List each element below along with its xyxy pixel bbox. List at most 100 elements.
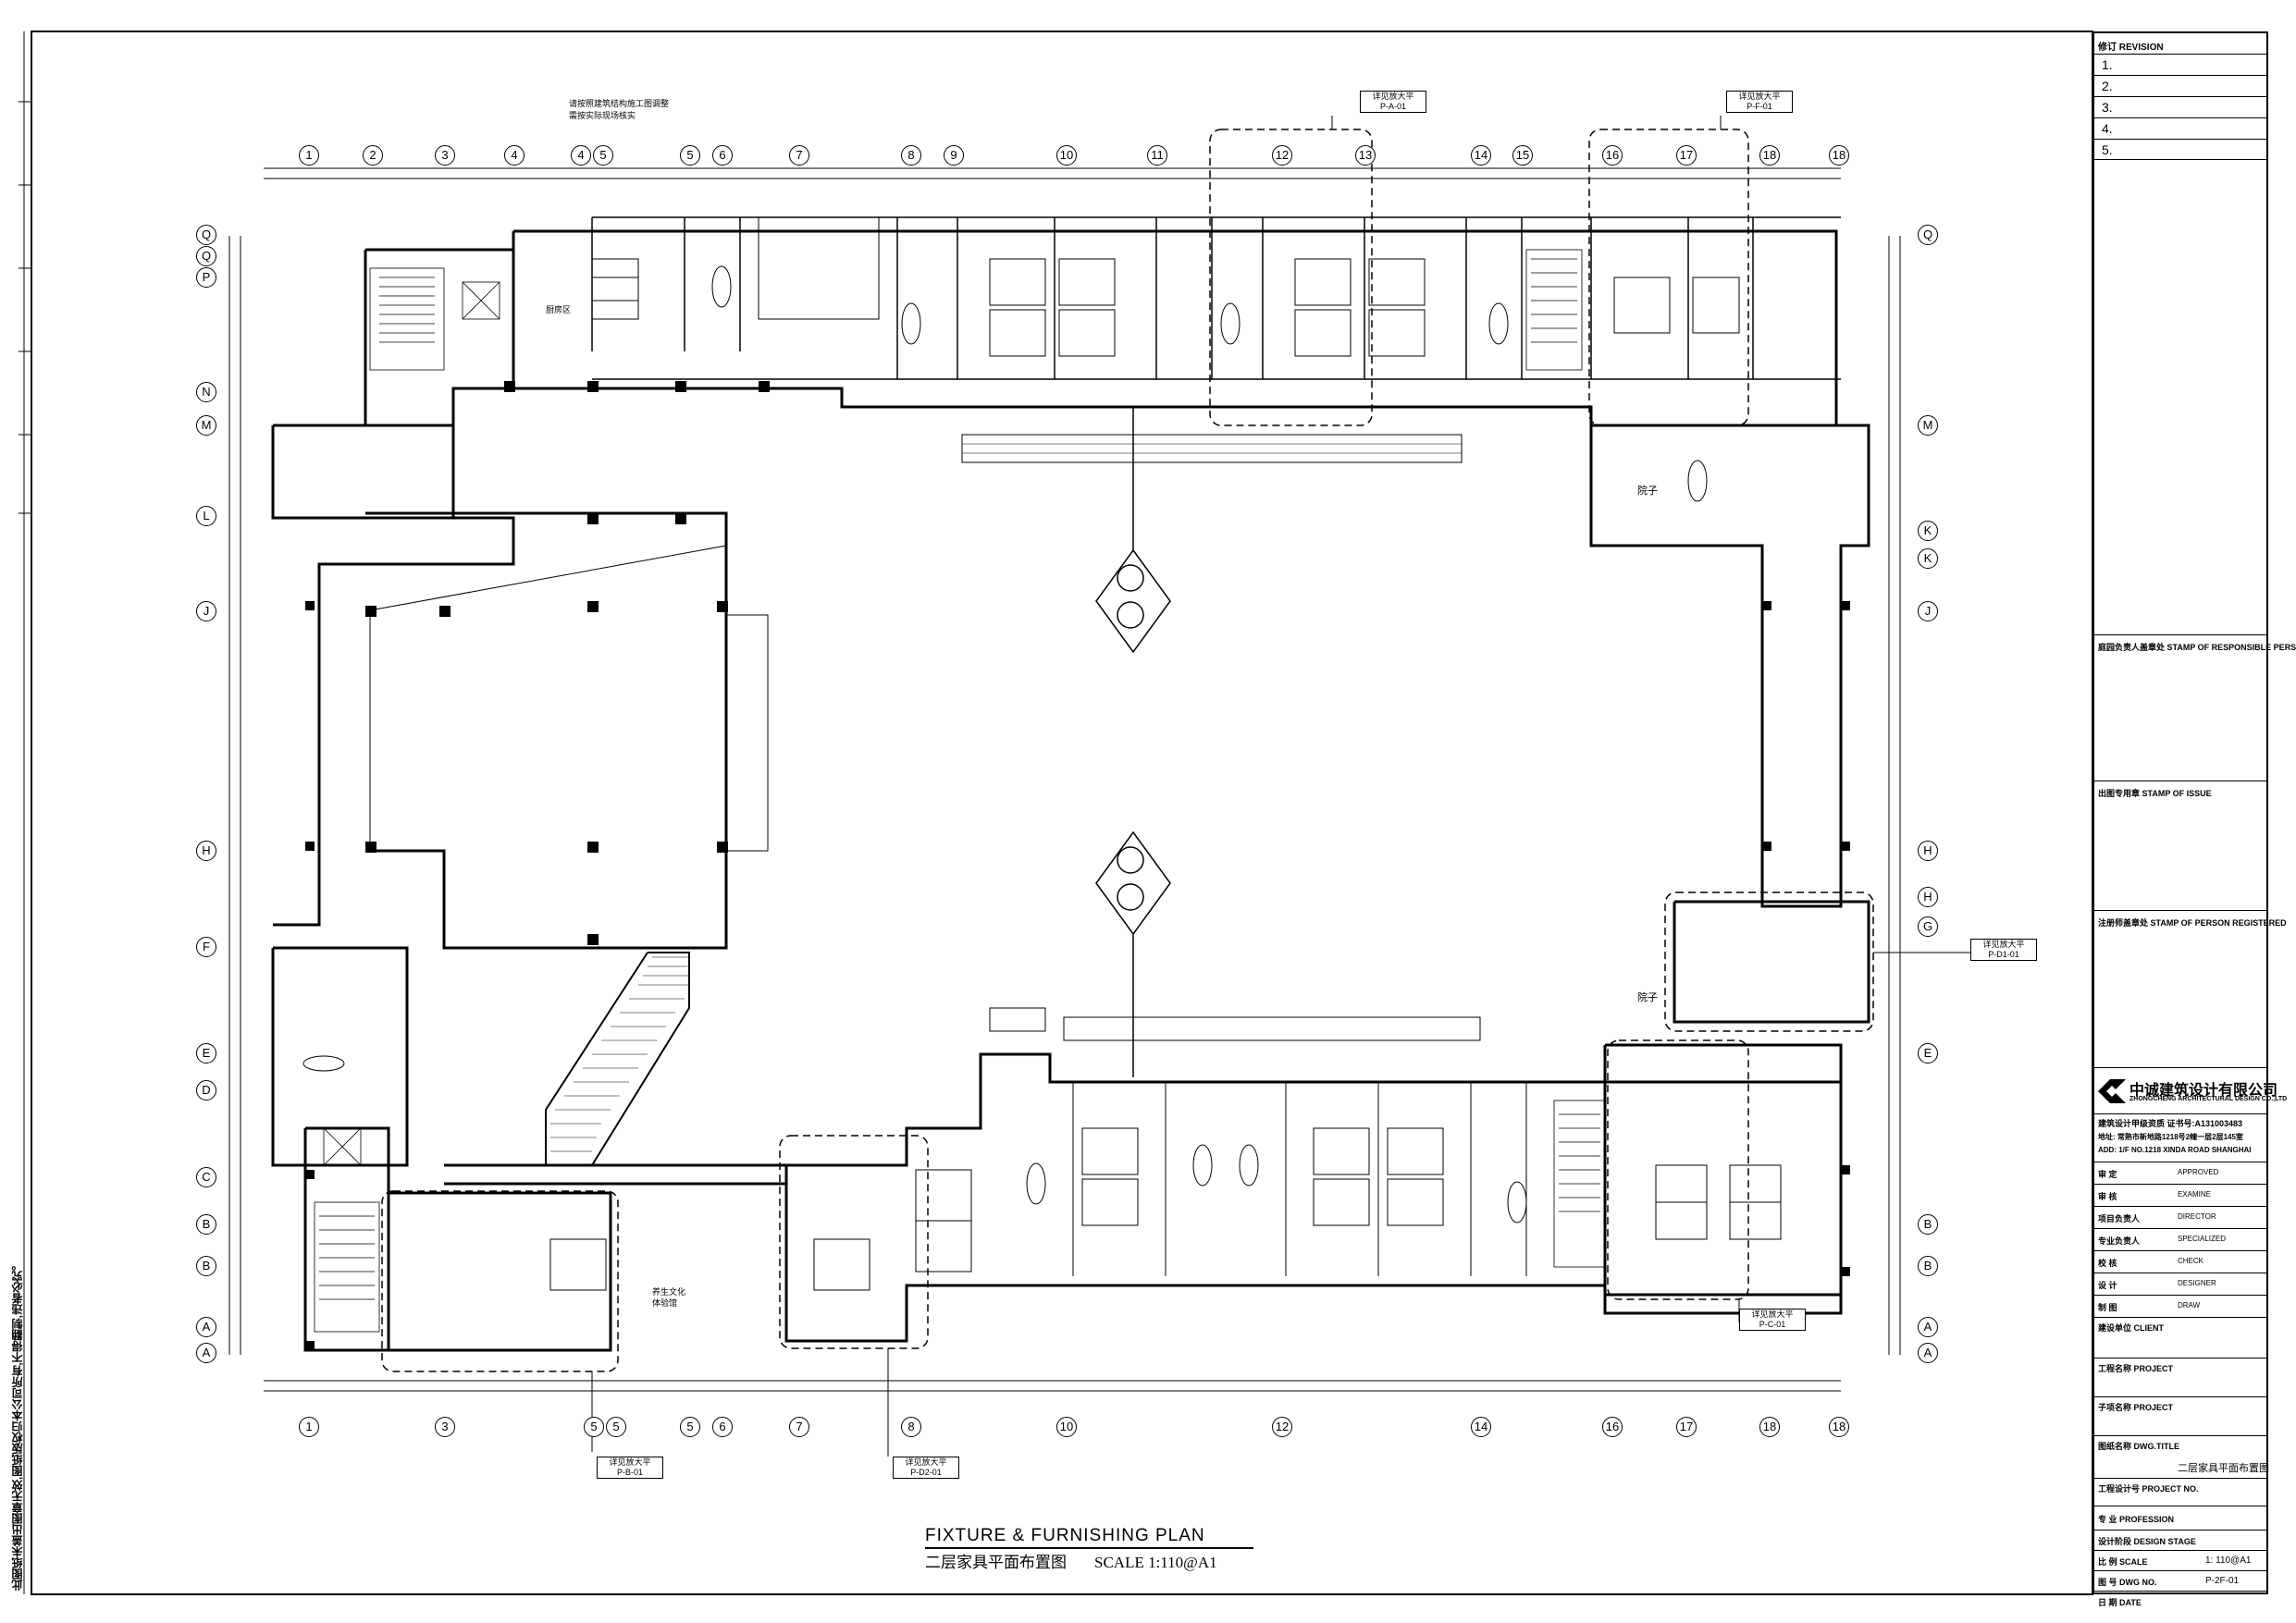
drawing-title-label: 图纸名称 DWG.TITLE <box>2098 1442 2179 1451</box>
structural-columns <box>305 381 1850 1350</box>
stamp-issue-box: 出图专用章 STAMP OF ISSUE <box>2094 781 2266 910</box>
grid-bubble: 17 <box>1676 1417 1697 1437</box>
role-row: 设 计 DESIGNER <box>2094 1273 2266 1295</box>
grid-bubble: Q <box>196 246 216 266</box>
detail-callout[interactable]: 详见放大平 P-D2-01 <box>893 1457 959 1479</box>
grid-bubble: G <box>1918 916 1938 937</box>
room-label: 养生文化 <box>652 1287 686 1297</box>
callout-label: 详见放大平 <box>1738 92 1781 101</box>
detail-callout[interactable]: 详见放大平 P-D1-01 <box>1970 939 2037 961</box>
company-info: 建筑设计甲级资质 证书号:A131003483 地址: 常熟市新地路1218号2… <box>2094 1113 2266 1162</box>
room-label: 体验馆 <box>652 1298 678 1308</box>
top-note: 请按照建筑结构施工图调整 <box>569 99 670 108</box>
grid-bubble: C <box>196 1167 216 1187</box>
room-label: 院子 <box>1637 486 1658 497</box>
date-label: 日 期 DATE <box>2098 1598 2142 1607</box>
grid-bubble: E <box>196 1043 216 1064</box>
title-chinese: 二层家具平面布置图 <box>925 1554 1067 1571</box>
room-label: 厨房区 <box>546 305 572 314</box>
grid-bubble: E <box>1918 1043 1938 1064</box>
detail-callout[interactable]: 详见放大平 P-A-01 <box>1360 91 1426 113</box>
stamp-registered-box: 注册师盖章处 STAMP OF PERSON REGISTERED <box>2094 910 2287 1067</box>
grid-bubble: 7 <box>789 145 809 166</box>
stamp-label: 注册师盖章处 STAMP OF PERSON REGISTERED <box>2098 918 2287 928</box>
grid-bubble: 9 <box>944 145 964 166</box>
grid-bubble: 8 <box>901 145 921 166</box>
callout-ref: P-C-01 <box>1759 1320 1786 1329</box>
grid-bubble: L <box>196 506 216 526</box>
stamp-label: 庭园负责人盖章处 STAMP OF RESPONSIBLE PERSON <box>2098 643 2296 652</box>
role-en: DESIGNER <box>2178 1279 2216 1287</box>
grid-bubble: K <box>1918 548 1938 569</box>
grid-bubble: D <box>196 1080 216 1100</box>
client-label: 建设单位 CLIENT <box>2098 1323 2164 1333</box>
copyright-note: 此图纸未盖出图章无效,图纸版权归本公司所有,不得翻制,违者必究。 <box>11 1259 24 1591</box>
detail-callout-regions <box>381 129 1874 1372</box>
scale-value: 1: 110@A1 <box>2205 1555 2252 1566</box>
sheet-border <box>31 31 2093 1595</box>
profession-row: 专 业 PROFESSION <box>2094 1506 2266 1530</box>
revision-header: 修订 REVISION <box>2098 43 2164 53</box>
ramp-hatch <box>550 956 689 1152</box>
grid-bubble: B <box>196 1214 216 1235</box>
callout-ref: P-B-01 <box>616 1468 643 1477</box>
callout-label: 详见放大平 <box>1982 940 2025 949</box>
north-beds <box>591 216 1740 502</box>
grid-bubble: A <box>196 1317 216 1337</box>
grid-bubble: 12 <box>1272 145 1292 166</box>
south-beds <box>302 1055 1782 1291</box>
grid-bubble: H <box>1918 887 1938 907</box>
grid-bubble: M <box>1918 415 1938 436</box>
grid-bubble: 18 <box>1829 1417 1849 1437</box>
drawing-title-row: 图纸名称 DWG.TITLE 二层家具平面布置图 <box>2094 1435 2269 1478</box>
north-wing-rooms <box>591 216 1841 380</box>
detail-callout[interactable]: 详见放大平 P-B-01 <box>597 1457 663 1479</box>
callout-label: 详见放大平 <box>1372 92 1414 101</box>
section-markers <box>1095 407 1171 1077</box>
grid-bubble: 6 <box>712 145 733 166</box>
callout-label: 详见放大平 <box>609 1457 651 1467</box>
stamp-responsible-box: 庭园负责人盖章处 STAMP OF RESPONSIBLE PERSON <box>2094 634 2296 781</box>
grid-bubble: 2 <box>363 145 383 166</box>
grid-bubble: A <box>196 1343 216 1363</box>
date-row: 日 期 DATE <box>2094 1591 2266 1611</box>
grid-bubble: F <box>196 937 216 957</box>
callout-label: 详见放大平 <box>1751 1309 1794 1319</box>
project-no-label: 工程设计号 PROJECT NO. <box>2098 1484 2199 1494</box>
revision-row: 2. <box>2094 75 2266 96</box>
grid-bubble: 18 <box>1829 145 1849 166</box>
north-balcony <box>961 434 1463 463</box>
profession-label: 专 业 PROFESSION <box>2098 1515 2175 1524</box>
company-name: 中诚建筑设计有限公司 <box>2129 1083 2278 1099</box>
role-zh: 设 计 <box>2098 1281 2117 1290</box>
detail-callout[interactable]: 详见放大平 P-C-01 <box>1739 1309 1806 1331</box>
company-name-en: ZHONGCHENG ARCHITECTURAL DESIGN CO.,LTD <box>2129 1096 2288 1102</box>
stairs <box>314 249 1606 1333</box>
grid-bubble: 4 <box>504 145 525 166</box>
south-balcony <box>989 1007 1481 1041</box>
grid-bubble: 17 <box>1676 145 1697 166</box>
role-en: SPECIALIZED <box>2178 1235 2227 1243</box>
client-row: 建设单位 CLIENT <box>2094 1317 2266 1358</box>
role-en: DIRECTOR <box>2178 1212 2216 1221</box>
project-row: 工程名称 PROJECT <box>2094 1358 2266 1396</box>
stamp-label: 出图专用章 STAMP OF ISSUE <box>2098 789 2212 798</box>
grid-bubble: 16 <box>1602 1417 1623 1437</box>
detail-callout[interactable]: 详见放大平 P-F-01 <box>1726 91 1793 113</box>
revision-row: 3. <box>2094 96 2266 117</box>
address-zh: 地址: 常熟市新地路1218号2幢一层2层145室 <box>2098 1133 2243 1141</box>
grid-bubble: P <box>196 267 216 288</box>
callout-ref: P-D2-01 <box>910 1468 942 1477</box>
grid-bubble: K <box>1918 521 1938 541</box>
revision-row: 1. <box>2094 54 2266 75</box>
grid-bubble: 3 <box>435 145 455 166</box>
grid-bubble: 11 <box>1147 145 1167 166</box>
grid-bubble: 4 <box>571 145 591 166</box>
grid-bubble: J <box>1918 601 1938 621</box>
grid-bubble: Q <box>196 225 216 245</box>
role-zh: 审 核 <box>2098 1192 2117 1201</box>
